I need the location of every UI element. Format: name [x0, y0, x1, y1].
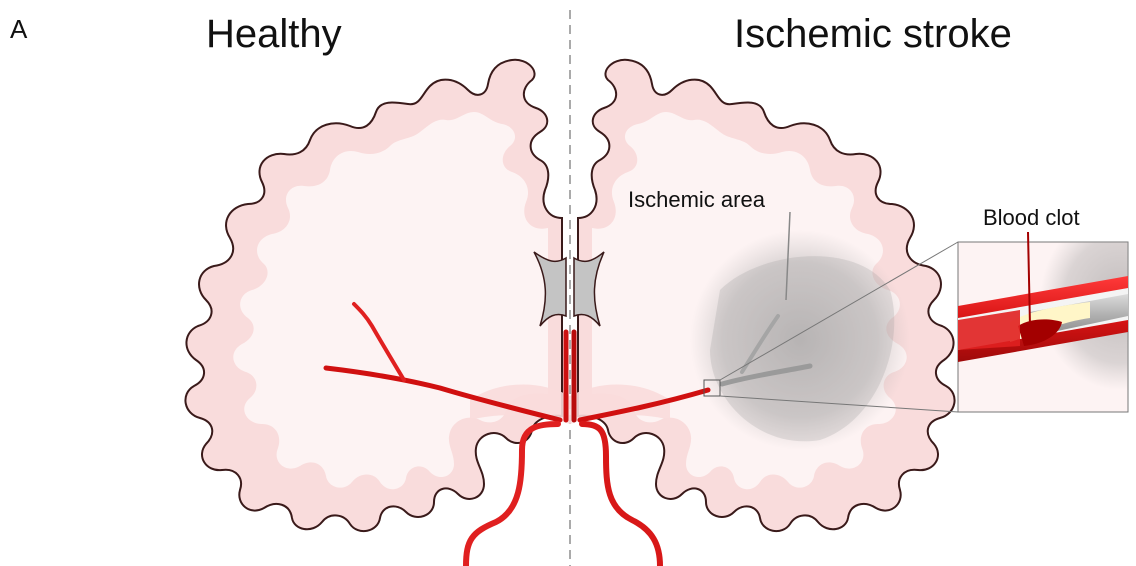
label-ischemic-area: Ischemic area [628, 187, 765, 213]
left-hemisphere [185, 60, 562, 531]
right-carotid [582, 424, 660, 566]
zoom-inset [958, 210, 1136, 412]
label-blood-clot: Blood clot [983, 205, 1080, 231]
